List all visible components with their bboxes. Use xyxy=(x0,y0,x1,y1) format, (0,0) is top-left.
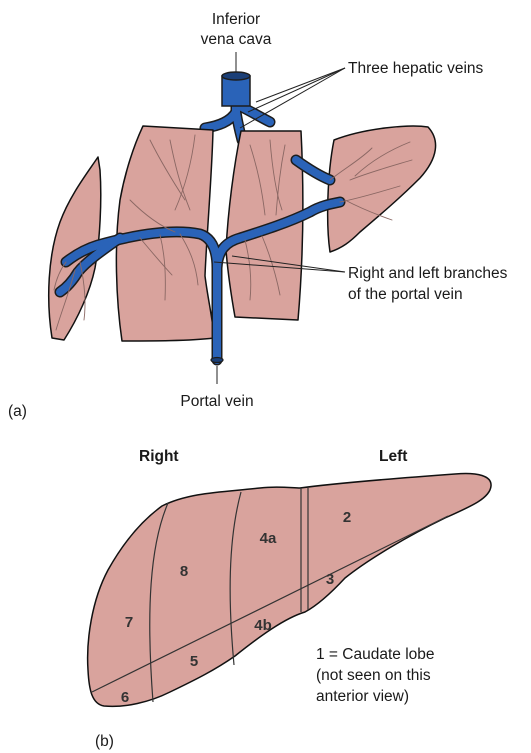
left-side-label: Left xyxy=(379,448,407,465)
segment-8-label: 8 xyxy=(180,563,188,580)
caudate-note-line1: 1 = Caudate lobe xyxy=(316,646,435,663)
segment-7-label: 7 xyxy=(125,614,133,631)
segment-4b-label: 4b xyxy=(254,617,272,634)
ivc-label-line2: vena cava xyxy=(201,31,272,48)
panel-a: Inferior vena cava Three hepatic veins R… xyxy=(8,11,508,420)
segment-4a-label: 4a xyxy=(260,530,277,547)
portal-vein-label: Portal vein xyxy=(180,393,253,410)
segment-5-label: 5 xyxy=(190,653,198,670)
liver-piece-far-right xyxy=(328,126,436,252)
caudate-note-line2: (not seen on this xyxy=(316,667,431,684)
segment-3-label: 3 xyxy=(326,571,334,588)
panel-b-tag: (b) xyxy=(95,733,114,750)
portal-branches-label-line1: Right and left branches xyxy=(348,265,508,282)
right-side-label: Right xyxy=(139,448,179,465)
portal-branches-label-line2: of the portal vein xyxy=(348,286,463,303)
caudate-note-line3: anterior view) xyxy=(316,688,409,705)
segment-2-label: 2 xyxy=(343,509,351,526)
segment-6-label: 6 xyxy=(121,689,129,706)
panel-b: Right Left 2 3 4a 4b 5 6 7 8 1 = Caudate… xyxy=(88,448,491,750)
ivc-label-line1: Inferior xyxy=(212,11,260,28)
hepatic-veins-label: Three hepatic veins xyxy=(348,60,484,77)
panel-a-tag: (a) xyxy=(8,403,27,420)
